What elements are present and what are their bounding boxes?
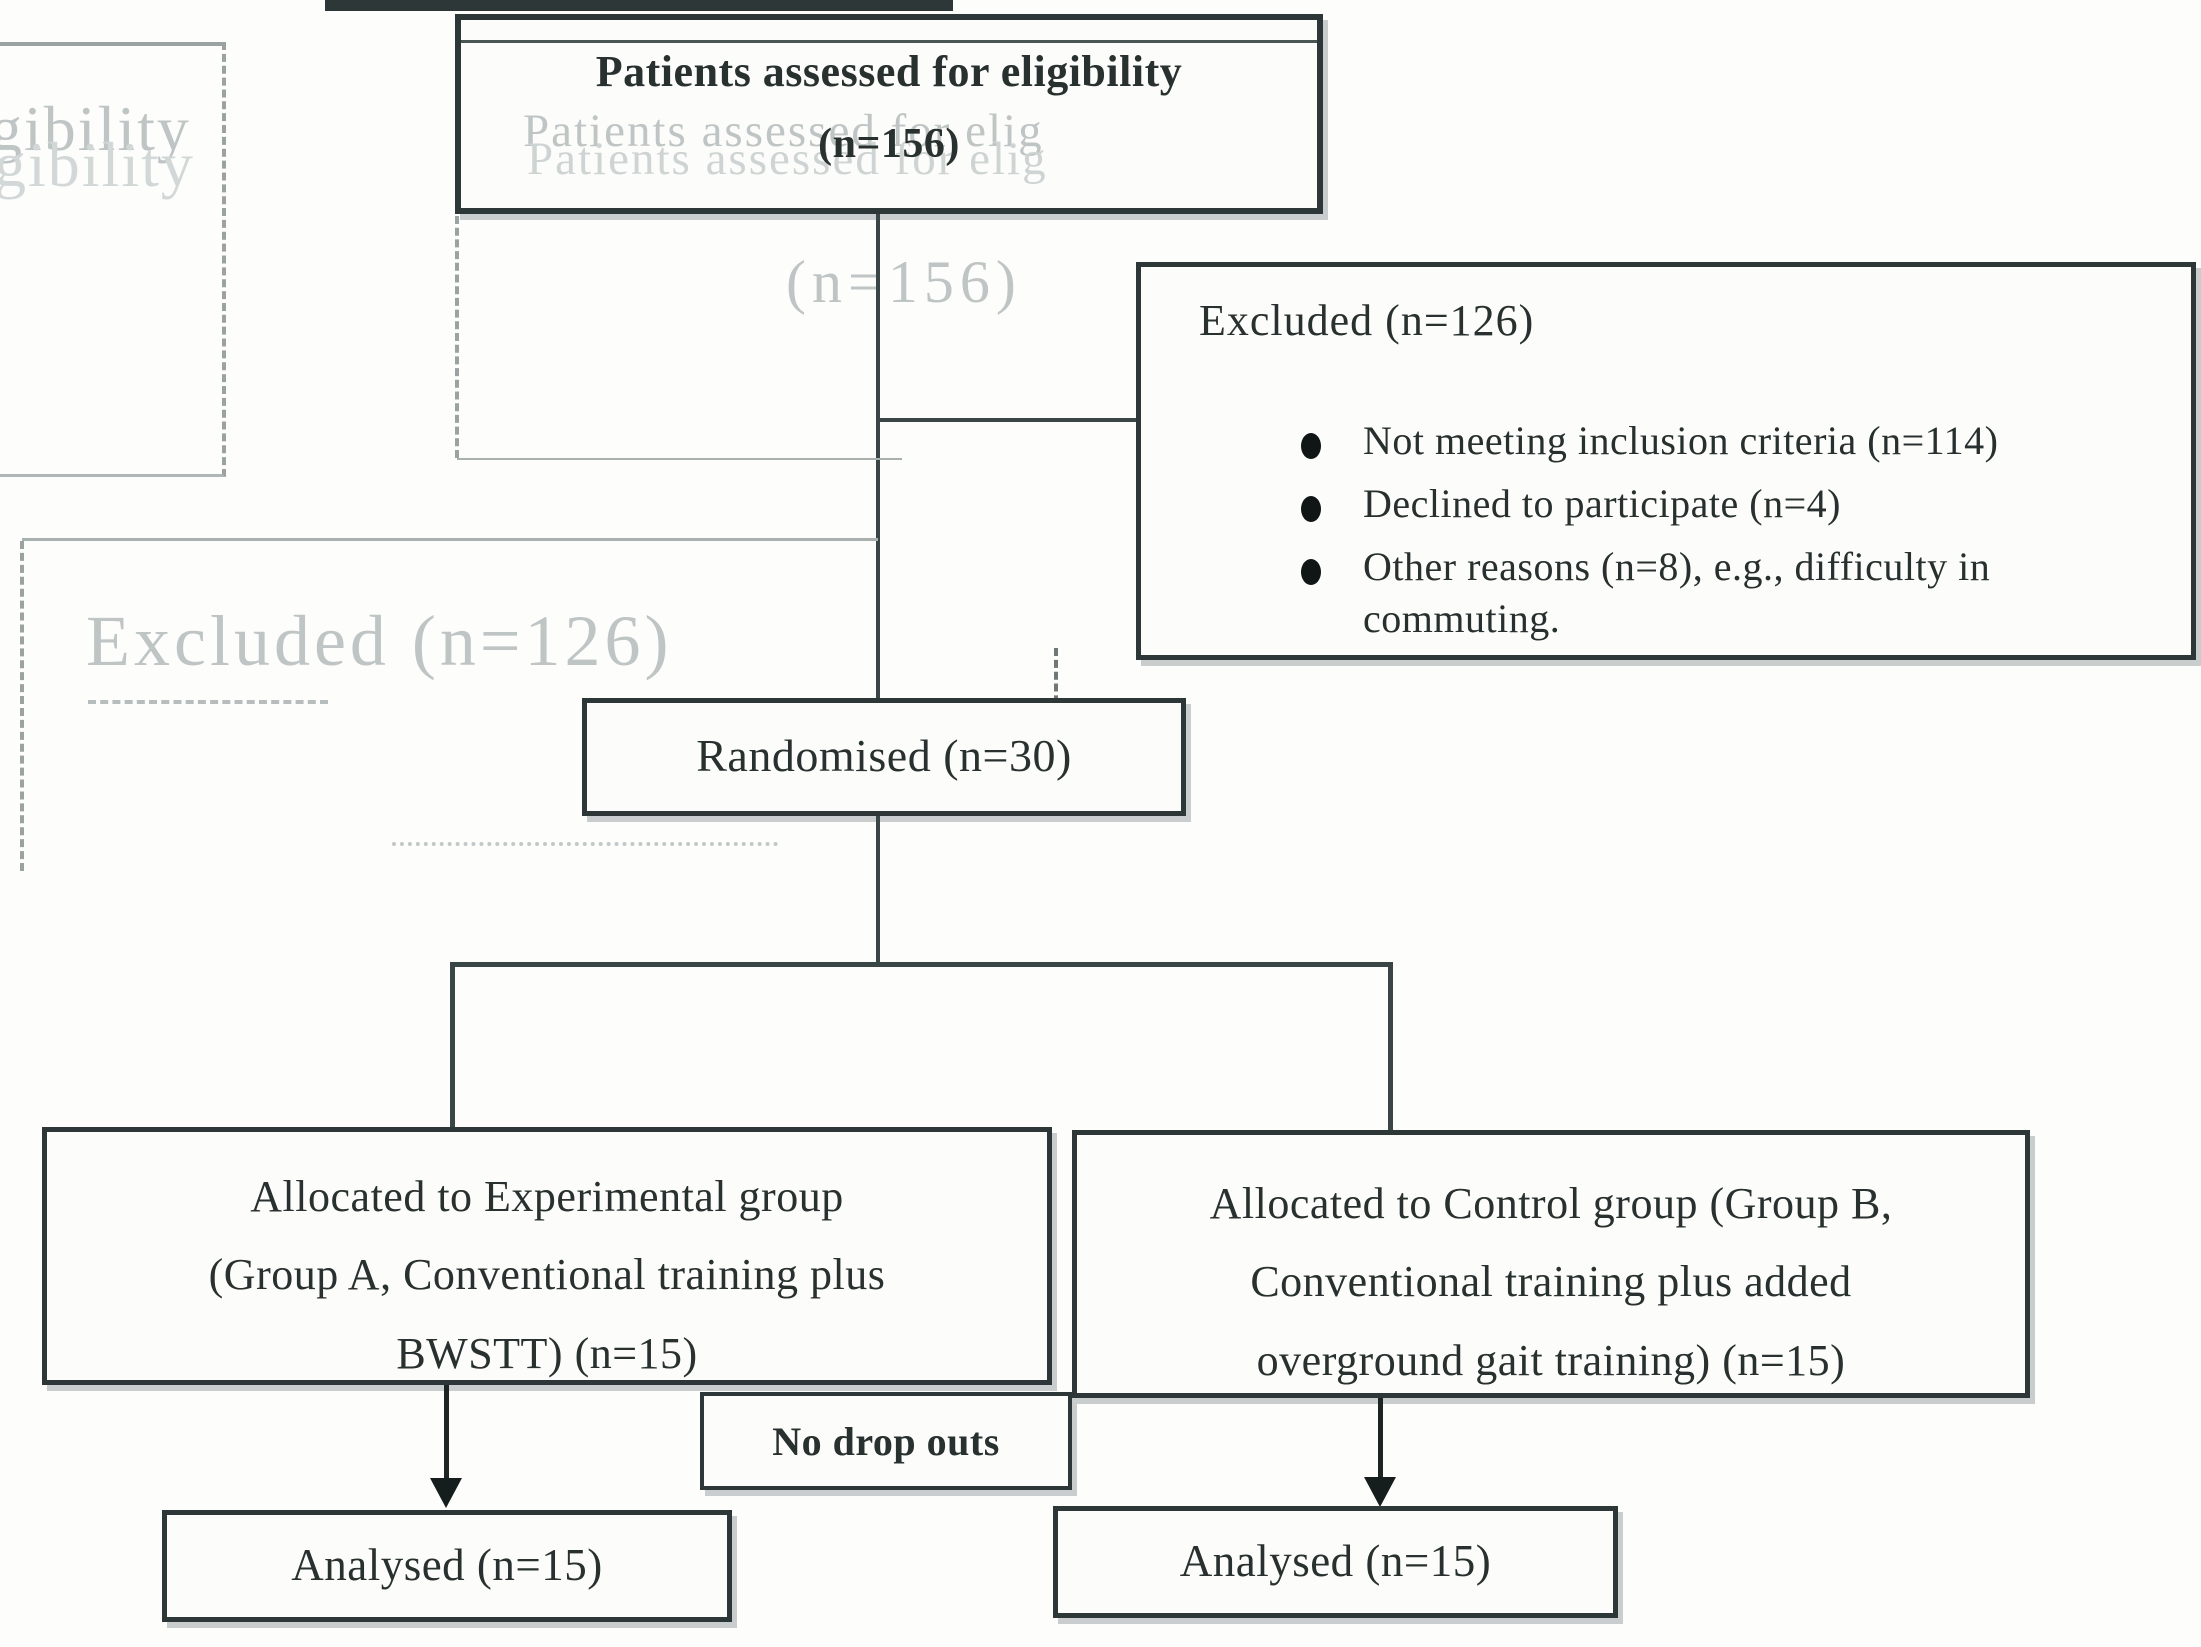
ghost-dashed-box-left-edge xyxy=(20,541,24,871)
control-line-2: Conventional training plus added xyxy=(1250,1257,1852,1307)
ghost-text-assessed-echo: Patients assessed for elig xyxy=(523,105,1044,157)
flow-line-to-excluded xyxy=(878,418,1138,422)
arrow-right-stem xyxy=(1378,1398,1383,1480)
analysed-experimental-box: Analysed (n=15) xyxy=(162,1510,732,1622)
ghost-text-eligibility-fragment: gibility xyxy=(0,93,191,164)
analysed-control-box: Analysed (n=15) xyxy=(1053,1506,1618,1618)
excluded-bullet-list: Not meeting inclusion criteria (n=114) D… xyxy=(1261,415,2121,656)
randomised-box: Randomised (n=30) xyxy=(582,698,1186,816)
excluded-bullet-1: Not meeting inclusion criteria (n=114) xyxy=(1301,415,2121,468)
no-dropouts-label: No drop outs xyxy=(772,1419,1000,1464)
excluded-bullet-3: Other reasons (n=8), e.g., difficulty in… xyxy=(1301,541,2121,647)
randomised-box-label: Randomised (n=30) xyxy=(696,730,1072,781)
experimental-line-2: (Group A, Conventional training plus xyxy=(208,1250,886,1300)
ghost-dashed-line-left-of-flow xyxy=(455,216,459,458)
assessed-box: Patients assessed for elig Patients asse… xyxy=(455,14,1323,214)
control-allocation-box: Allocated to Control group (Group B, Con… xyxy=(1072,1130,2030,1398)
experimental-allocation-box: Allocated to Experimental group (Group A… xyxy=(42,1127,1052,1385)
experimental-line-1: Allocated to Experimental group xyxy=(250,1172,844,1221)
assessed-box-count: (n=156) xyxy=(818,121,960,167)
arrow-right-head xyxy=(1364,1477,1396,1507)
experimental-line-3: BWSTT) (n=15) xyxy=(396,1328,698,1378)
excluded-bullet-2: Declined to participate (n=4) xyxy=(1301,478,2121,531)
ghost-text-assessed-echo-2: Patients assessed for elig xyxy=(527,133,1048,185)
excluded-box-title: Excluded (n=126) xyxy=(1199,296,1535,345)
assessed-box-title: Patients assessed for eligibility xyxy=(595,47,1183,96)
ghost-box-fragment xyxy=(0,42,226,477)
ghost-dotted-line xyxy=(392,842,778,846)
arrow-left-head xyxy=(430,1478,462,1508)
analysed-experimental-label: Analysed (n=15) xyxy=(291,1540,603,1590)
flow-line-drop-right xyxy=(1388,962,1393,1132)
no-dropouts-box: No drop outs xyxy=(700,1392,1072,1490)
control-line-1: Allocated to Control group (Group B, xyxy=(1209,1179,1893,1228)
excluded-box: Excluded (n=126) Not meeting inclusion c… xyxy=(1136,262,2196,660)
ghost-text-eligibility-fragment-echo: gibility xyxy=(0,129,195,200)
ghost-text-excluded-echo: Excluded (n=126) xyxy=(86,601,673,681)
ghost-text-excluded-underline xyxy=(88,700,328,704)
ghost-horizontal-line-2 xyxy=(22,538,878,541)
control-allocation-text: Allocated to Control group (Group B, Con… xyxy=(1077,1165,2025,1400)
assessed-box-inner-rule xyxy=(461,40,1317,43)
flow-line-split-horizontal xyxy=(450,962,1392,967)
analysed-control-label: Analysed (n=15) xyxy=(1179,1536,1492,1586)
ghost-horizontal-line-1 xyxy=(457,458,902,460)
arrow-left-stem xyxy=(444,1385,449,1481)
control-line-3: overground gait training) (n=15) xyxy=(1256,1335,1846,1385)
flow-line-randomised-down xyxy=(876,816,880,966)
ghost-text-n156-echo: (n=156) xyxy=(786,249,1022,315)
experimental-allocation-text: Allocated to Experimental group (Group A… xyxy=(47,1158,1047,1393)
flow-line-drop-left xyxy=(450,962,455,1130)
scan-top-bar xyxy=(325,0,953,11)
